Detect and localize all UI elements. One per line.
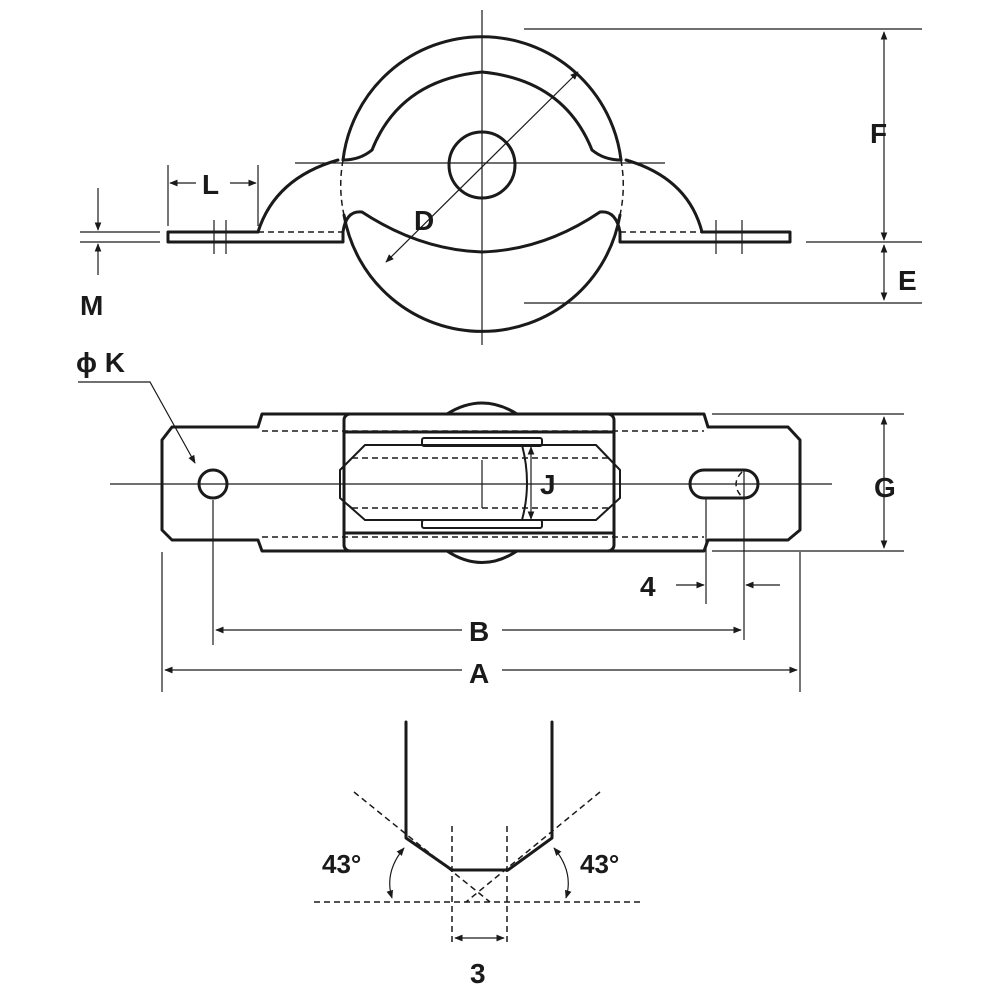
- bracket-foot-right: [618, 230, 792, 244]
- wheel-bottom-edge: [445, 549, 519, 564]
- wheel-hidden-right: [619, 159, 624, 216]
- dim-K-leader: [78, 381, 196, 464]
- front-view: D L M F E: [80, 10, 922, 345]
- label-D: D: [414, 205, 434, 236]
- plan-wheel-rim-top: [421, 437, 543, 447]
- label-angle-left: 43°: [322, 849, 361, 879]
- wheel-outer-arc-bottom: [342, 213, 622, 333]
- bracket-saddle-left: [256, 158, 340, 234]
- label-B: B: [469, 616, 489, 647]
- plan-wheel-hidden: [339, 457, 610, 509]
- groove-profile-detail: 43° 43° 3: [314, 720, 640, 989]
- mounting-slot-hidden: [735, 471, 743, 498]
- bracket-foot-left: [166, 230, 345, 244]
- wheel-outer-arc-top: [341, 35, 623, 162]
- label-phi-K: ϕ K: [76, 347, 125, 378]
- angle-arc-left: [386, 847, 405, 899]
- dim-D-line: [385, 71, 579, 263]
- wheel-groove-shoulder-right: [590, 148, 623, 162]
- wheel-top-edge: [445, 401, 519, 416]
- mounting-hole: [197, 468, 229, 500]
- label-4: 4: [640, 571, 656, 602]
- label-F: F: [870, 118, 887, 149]
- label-G: G: [874, 472, 896, 503]
- plan-saddle-block: [342, 412, 616, 553]
- wheel-hidden-left: [340, 159, 345, 216]
- wheel-groove-shoulder-left: [341, 148, 374, 162]
- label-L: L: [202, 169, 219, 200]
- mounting-slot: [688, 468, 760, 500]
- groove-diag-left: [353, 791, 491, 903]
- angle-arc-right: [553, 847, 572, 899]
- label-J: J: [540, 469, 556, 500]
- label-A: A: [469, 658, 489, 689]
- label-3: 3: [470, 958, 486, 989]
- plan-view: J ϕ K G 4 B A: [76, 347, 904, 692]
- label-E: E: [898, 265, 917, 296]
- plan-bracket-outline: [160, 412, 802, 553]
- label-angle-right: 43°: [580, 849, 619, 879]
- label-M: M: [80, 290, 103, 321]
- groove-diag-right: [465, 791, 601, 903]
- plan-wheel-slot: [339, 444, 621, 521]
- bracket-saddle-right: [624, 158, 704, 234]
- plan-wheel-hub: [521, 444, 528, 521]
- groove-profile: [404, 720, 554, 872]
- plan-wheel-rim-bottom: [421, 519, 543, 529]
